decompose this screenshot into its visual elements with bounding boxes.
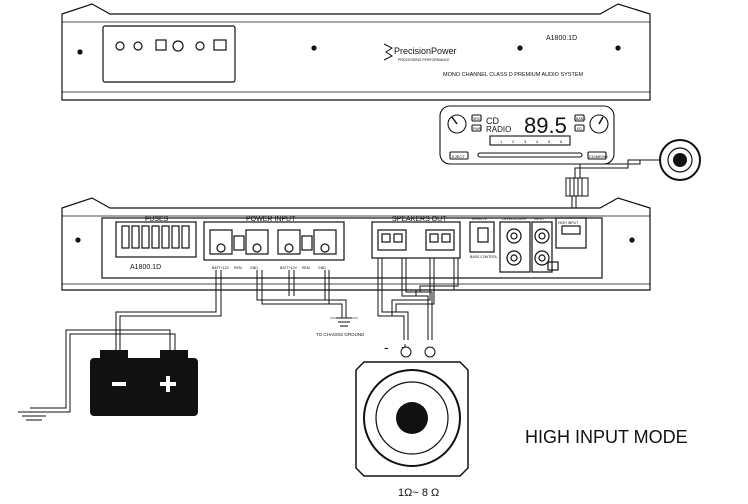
terminal-label: REM xyxy=(234,266,242,270)
band-button[interactable]: BAND xyxy=(576,117,586,121)
terminal-label: BATT+12V xyxy=(280,266,298,270)
preset-2[interactable]: 2 xyxy=(512,139,515,144)
speaker-minus: - xyxy=(384,339,389,355)
eject-button[interactable]: EJECT xyxy=(452,154,465,159)
chassis-ground-label: TO CHASSIS GROUND xyxy=(316,332,365,337)
fuses-label: FUSES xyxy=(145,216,169,223)
brand-tagline: PROCESSING PERFORMANCE xyxy=(398,58,450,62)
preset-1[interactable]: 1 xyxy=(500,139,503,144)
brand-logo: PrecisionPower xyxy=(394,46,457,56)
eq-button[interactable]: EQ xyxy=(577,127,582,131)
speaker-impedance: 1Ω~ 8 Ω xyxy=(398,487,439,499)
pwr-button[interactable]: PWR xyxy=(473,127,482,131)
source-radio: RADIO xyxy=(486,125,511,134)
woofer-icon xyxy=(355,346,469,477)
bottom-amp-model: A1800.1D xyxy=(130,264,161,271)
chassis-ground-icon xyxy=(330,317,358,327)
bass-control-label: BASS CONTROL xyxy=(470,255,497,259)
preset-3[interactable]: 3 xyxy=(524,139,527,144)
speakers-out-label: SPEAKERS OUT xyxy=(392,216,447,223)
speaker-wiring xyxy=(377,258,459,340)
remote-label: REMOTE xyxy=(472,217,488,221)
top-amp-subtitle: MONO CHANNEL CLASS D PREMIUM AUDIO SYSTE… xyxy=(443,72,583,78)
preset-4[interactable]: 4 xyxy=(536,139,539,144)
head-unit xyxy=(439,105,615,165)
frequency-display: 89.5 xyxy=(524,113,567,138)
head-unit-wiring xyxy=(565,159,660,214)
terminal-label: GND xyxy=(318,266,326,270)
terminal-label: REM xyxy=(302,266,310,270)
preset-buttons: 1 2 3 4 5 6 xyxy=(500,139,563,144)
src-button[interactable]: SRC xyxy=(473,117,481,121)
menu-button[interactable]: CD/MENU xyxy=(589,154,608,159)
level-label: LEVEL/XOVER xyxy=(502,217,527,221)
terminal-label: GND xyxy=(250,266,258,270)
mode-label: HIGH INPUT MODE xyxy=(525,427,688,447)
top-amplifier xyxy=(61,3,651,101)
battery-icon xyxy=(90,350,198,416)
bottom-amplifier xyxy=(61,197,651,291)
power-input-label: POWER INPUT xyxy=(246,216,296,223)
power-wiring xyxy=(30,270,347,413)
battery-ground-icon xyxy=(18,411,50,421)
preset-6[interactable]: 6 xyxy=(560,139,563,144)
terminal-label: BATT+12V xyxy=(212,266,230,270)
source-cd: CD xyxy=(486,116,499,126)
tweeter-icon xyxy=(659,139,701,181)
high-input-label: HIGH INPUT xyxy=(558,221,579,225)
input-label: INPUT xyxy=(534,217,545,221)
preset-5[interactable]: 5 xyxy=(548,139,551,144)
top-amp-model: A1800.1D xyxy=(546,35,577,42)
terminal-labels: BATT+12V REM GND BATT+12V REM GND xyxy=(212,266,326,270)
